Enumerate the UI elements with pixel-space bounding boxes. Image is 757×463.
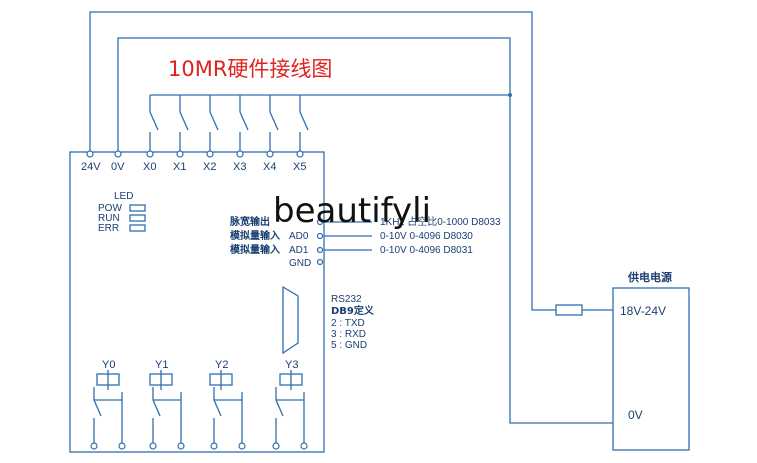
terminal-label: X5 <box>293 161 306 173</box>
led-run-indicator <box>129 214 146 222</box>
analog-port-label: AD0 <box>289 231 309 242</box>
analog-port-label: AD1 <box>289 245 309 256</box>
led-label: RUN <box>98 213 120 224</box>
rs232-subtitle: DB9定义 <box>331 304 375 317</box>
rs232-pin: 3 : RXD <box>331 329 366 340</box>
output-label: Y0 <box>102 359 115 371</box>
rs232-pin: 2 : TXD <box>331 318 365 329</box>
terminal-label: X2 <box>203 161 216 173</box>
plc-housing <box>69 151 325 453</box>
power-supply-box <box>612 287 690 451</box>
power-supply-title: 供电电源 <box>627 270 672 284</box>
db9-connector <box>282 285 299 355</box>
terminal-label: 24V <box>81 161 101 173</box>
wire-0v-return <box>509 95 613 424</box>
junction-dot <box>508 93 512 97</box>
led-label: ERR <box>98 223 119 234</box>
analog-spec: 0-10V 0-4096 D8031 <box>380 245 473 256</box>
gnd-label: GND <box>289 258 311 269</box>
output-label: Y1 <box>155 359 168 371</box>
pulse-output-label: 脉宽输出 <box>229 215 270 228</box>
terminal-label: X1 <box>173 161 186 173</box>
led-pow-indicator <box>129 204 146 212</box>
led-err-indicator <box>129 224 146 232</box>
wire-0v-common <box>117 37 511 152</box>
watermark-text: beautifyli <box>273 191 431 231</box>
terminal-label: X0 <box>143 161 156 173</box>
fuse-symbol <box>555 304 583 316</box>
power-zero-label: 0V <box>628 408 643 422</box>
analog-input-label: 模拟量输入 <box>230 243 280 256</box>
rs232-title: RS232 <box>331 294 362 305</box>
output-label: Y3 <box>285 359 298 371</box>
terminal-dots <box>86 150 324 450</box>
analog-spec: 0-10V 0-4096 D8030 <box>380 231 473 242</box>
power-positive-label: 18V-24V <box>620 304 666 318</box>
pulse-output-spec: 1KHz 占空比0-1000 D8033 <box>380 215 501 228</box>
analog-input-label: 模拟量输入 <box>230 229 280 242</box>
led-label: POW <box>98 203 122 214</box>
terminal-label: X3 <box>233 161 246 173</box>
rs232-pin: 5 : GND <box>331 340 367 351</box>
diagram-title: 10MR硬件接线图 <box>168 57 332 81</box>
led-header: LED <box>114 191 133 202</box>
wire-24v <box>89 11 556 311</box>
output-relays <box>93 370 305 446</box>
terminal-label: 0V <box>111 161 125 173</box>
terminal-label: X4 <box>263 161 276 173</box>
input-switches <box>149 95 309 152</box>
output-label: Y2 <box>215 359 228 371</box>
